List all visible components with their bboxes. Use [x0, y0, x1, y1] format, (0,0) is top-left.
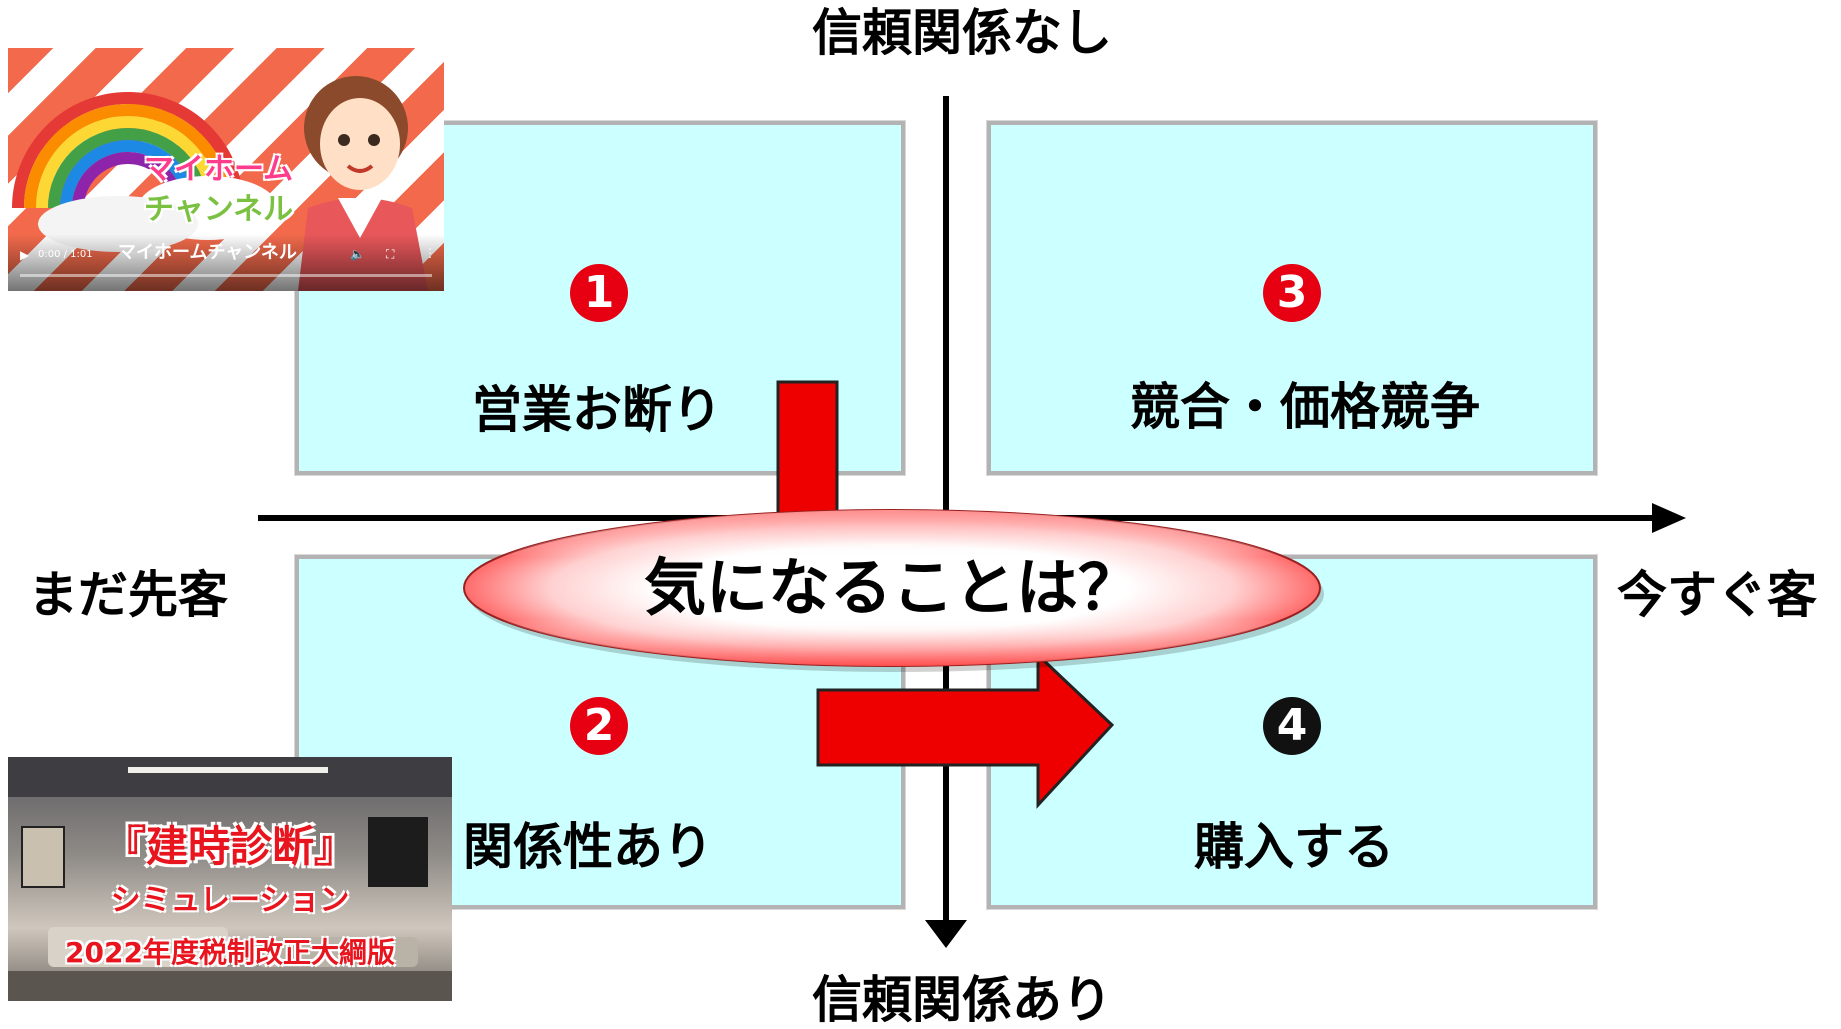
video-time: 0:00 / 1:01	[38, 249, 93, 260]
room-interior-graphic	[8, 757, 452, 1001]
video-thumbnail[interactable]: マイホーム チャンネル マイホームチャンネル ▶ 0:00 / 1:01 🔈 ⛶…	[8, 48, 444, 291]
quadrant-1-badge: 1	[570, 264, 628, 322]
quadrant-2-badge: 2	[570, 697, 628, 755]
video-caption: マイホームチャンネル	[118, 242, 297, 263]
sim-title: 『建時診断』	[103, 822, 356, 871]
quadrant-2-label: 関係性あり	[463, 818, 713, 876]
axis-label-bottom: 信頼関係あり	[812, 971, 1112, 1029]
red-right-arrow	[816, 651, 1115, 809]
horizontal-axis-arrowhead	[1652, 503, 1686, 533]
simulation-thumbnail[interactable]: 『建時診断』 シミュレーション 2022年度税制改正大綱版	[8, 757, 452, 1001]
video-player-bar	[8, 234, 444, 291]
quadrant-4-label: 購入する	[1194, 818, 1394, 876]
fullscreen-icon[interactable]: ⛶	[386, 247, 395, 261]
vertical-axis-arrowhead	[925, 920, 967, 948]
center-ellipse-text: 気になることは？	[643, 551, 1140, 624]
axis-label-top: 信頼関係なし	[812, 4, 1112, 62]
axis-label-left: まだ先客	[28, 566, 228, 624]
sim-edition: 2022年度税制改正大綱版	[65, 936, 395, 969]
video-logo-line1: マイホーム	[144, 152, 294, 187]
volume-icon[interactable]: 🔈	[350, 247, 365, 261]
more-options-icon[interactable]: ⋮	[424, 246, 436, 260]
rainbow-graphic	[12, 76, 428, 291]
quadrant-1-label: 営業お断り	[472, 381, 722, 439]
quadrant-3-badge: 3	[1263, 264, 1321, 322]
video-progress-track[interactable]	[20, 274, 432, 277]
quadrant-4-badge: 4	[1263, 697, 1321, 755]
play-icon[interactable]: ▶	[20, 248, 30, 262]
quadrant-3-label: 競合・価格競争	[1130, 378, 1480, 436]
axis-label-right: 今すぐ客	[1617, 566, 1817, 624]
video-logo-line2: チャンネル	[144, 192, 294, 227]
sim-subtitle: シミュレーション	[110, 883, 350, 918]
